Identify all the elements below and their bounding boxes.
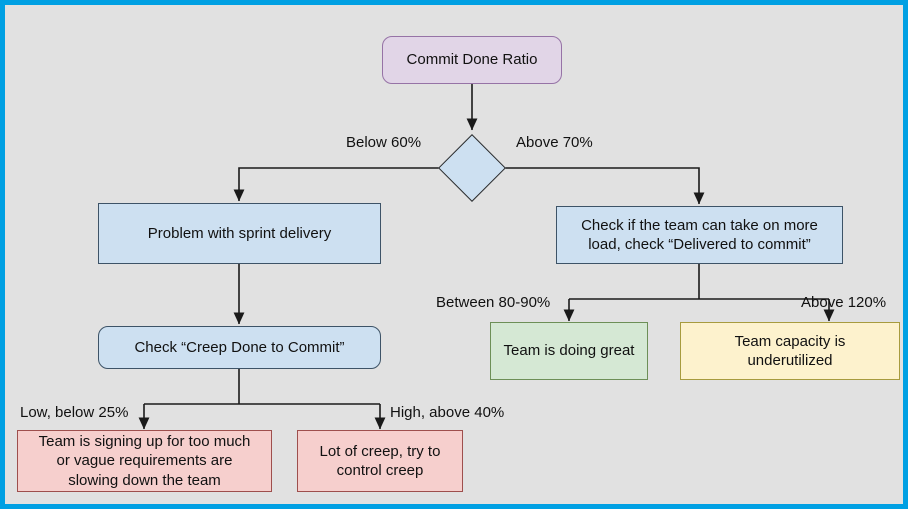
edge-label-below-60: Below 60% [346, 134, 422, 151]
node-team-signing-up-too-much[interactable]: Team is signing up for too much or vague… [17, 430, 272, 492]
node-label-line2: or vague requirements are [56, 452, 233, 470]
edge-decision-right [505, 167, 705, 205]
node-label-line3: slowing down the team [68, 471, 221, 489]
node-check-creep-done-to-commit[interactable]: Check “Creep Done to Commit” [98, 326, 381, 369]
node-lot-of-creep[interactable]: Lot of creep, try to control creep [297, 430, 463, 492]
node-label-line1: Check if the team can take on more [581, 216, 818, 234]
diamond-shape [438, 134, 506, 202]
node-team-capacity-underutilized[interactable]: Team capacity is underutilized [680, 322, 900, 380]
node-label: Team is doing great [503, 342, 635, 360]
node-label-line1: Team capacity is [734, 332, 846, 350]
node-label-line2: underutilized [747, 352, 833, 369]
node-label: Commit Done Ratio [406, 51, 538, 69]
node-label: Problem with sprint delivery [147, 224, 332, 242]
diagram-canvas: Commit Done Ratio Below 60% Above 70% Pr… [5, 5, 908, 514]
edge-label-above-70: Above 70% [516, 134, 593, 151]
edge-label-high-above-40: High, above 40% [390, 404, 505, 421]
edge-decision-left [233, 167, 439, 202]
node-label-line1: Team is signing up for too much [38, 433, 251, 451]
edge-label-between-80-90: Between 80-90% [436, 294, 551, 311]
node-check-team-capacity[interactable]: Check if the team can take on more load,… [556, 206, 843, 264]
node-team-is-doing-great[interactable]: Team is doing great [490, 322, 648, 380]
node-label-line2: load, check “Delivered to commit” [588, 236, 811, 253]
node-label: Check “Creep Done to Commit” [134, 338, 345, 356]
node-label-line2: control creep [336, 462, 424, 479]
edge-label-low-below-25: Low, below 25% [20, 404, 129, 421]
node-problem-with-sprint-delivery[interactable]: Problem with sprint delivery [98, 203, 381, 264]
node-decision-diamond[interactable] [438, 134, 506, 202]
edge-label-above-120: Above 120% [801, 294, 887, 311]
node-commit-done-ratio[interactable]: Commit Done Ratio [382, 36, 562, 84]
node-label-line1: Lot of creep, try to [319, 442, 441, 460]
